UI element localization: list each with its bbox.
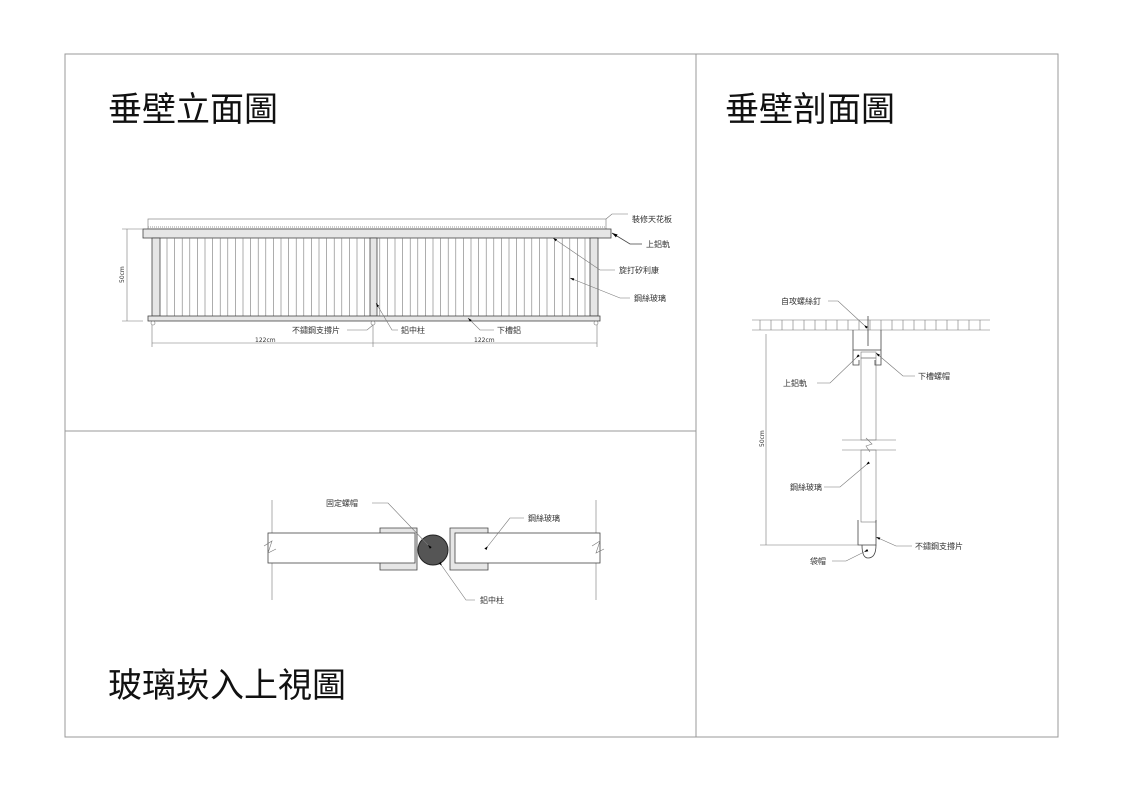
dim-span-left: 122cm (255, 337, 276, 344)
sheet-frame (64, 53, 1059, 738)
plan-title: 玻璃崁入上視圖 (108, 666, 346, 706)
dim-span-right: 122cm (474, 337, 495, 344)
label-cap: 袋帽 (810, 556, 826, 566)
label-silicone: 旋打矽利康 (619, 265, 659, 275)
section-title: 垂壁剖面圖 (725, 90, 895, 130)
label-plan-wire-glass: 鋼絲玻璃 (528, 513, 560, 523)
plan-drawing (263, 500, 605, 601)
label-lower-channel: 下槽鋁 (497, 325, 521, 335)
section-drawing (752, 300, 990, 562)
label-section-wire-glass: 鋼絲玻璃 (790, 482, 822, 492)
label-wire-glass: 鋼絲玻璃 (634, 293, 666, 303)
dim-section-height: 50cm (759, 430, 766, 447)
label-section-upper-rail: 上鋁軌 (783, 378, 807, 388)
elevation-drawing (122, 213, 642, 347)
label-fixing-nut: 固定螺帽 (326, 498, 358, 508)
label-ceiling: 裝修天花板 (632, 214, 672, 224)
label-plan-center-post: 鋁中柱 (480, 595, 504, 605)
label-support: 不鏽鋼支撐片 (292, 325, 340, 335)
label-upper-rail: 上鋁軌 (646, 239, 670, 249)
label-center-post: 鋁中柱 (401, 325, 425, 335)
label-screw: 自攻螺絲釘 (781, 296, 821, 306)
dim-height: 50cm (119, 266, 126, 283)
label-nut: 下槽螺帽 (918, 371, 950, 381)
elevation-title: 垂壁立面圖 (108, 90, 278, 130)
label-section-support: 不鏽鋼支撐片 (915, 541, 963, 551)
